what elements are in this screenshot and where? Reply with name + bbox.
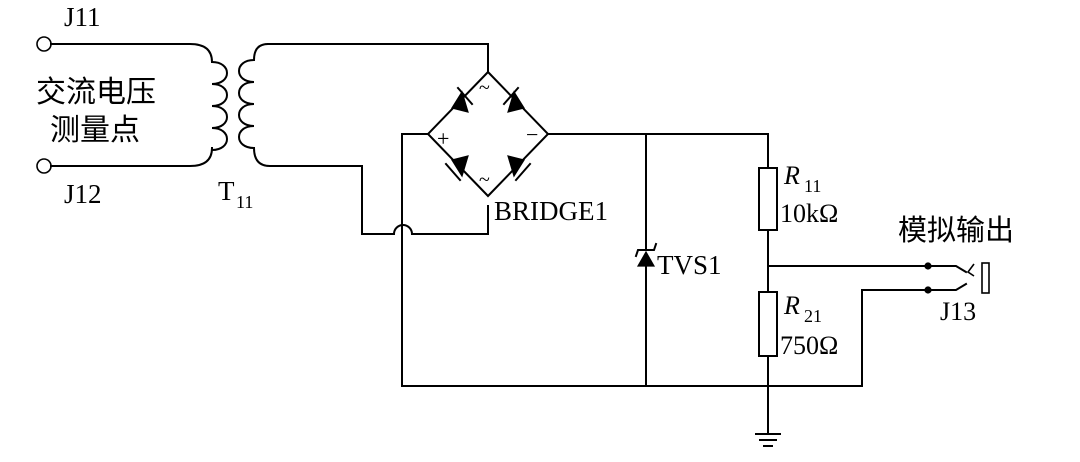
bridge-minus-label: − [526, 122, 538, 147]
bridge-diode-1 [451, 86, 474, 113]
tvs-label: TVS1 [657, 250, 722, 280]
j12-label: J12 [64, 179, 102, 209]
output-jack-j13 [924, 262, 990, 294]
bridge-ac-bottom-label: ~ [479, 169, 490, 191]
bridge-diode-2 [502, 86, 525, 113]
bridge-label: BRIDGE1 [494, 196, 608, 226]
bridge-diode-3 [444, 155, 469, 182]
secondary-wiring [267, 43, 489, 236]
transformer-primary-coil [210, 60, 228, 152]
resistor-r21 [758, 291, 778, 357]
j11-label: J11 [64, 2, 101, 32]
transformer-secondary-coil [238, 42, 272, 168]
r21-value: 750Ω [780, 331, 838, 360]
r21-label: R [783, 291, 800, 320]
analog-output-label: 模拟输出 [898, 213, 1014, 247]
r21-subscript: 21 [804, 306, 822, 326]
bridge-rectifier [426, 70, 550, 198]
ac-measure-point-line2: 测量点 [50, 113, 140, 148]
r11-value: 10kΩ [780, 199, 838, 228]
resistor-r11 [758, 167, 778, 231]
terminal-j11 [36, 36, 214, 64]
r11-label: R [783, 161, 800, 190]
ac-measure-point-line1: 交流电压 [36, 75, 156, 110]
ground-symbol [755, 433, 781, 447]
transformer-label: T [218, 176, 235, 206]
dc-wiring [401, 133, 927, 435]
j13-label: J13 [940, 297, 976, 326]
terminal-j12 [36, 146, 214, 174]
r11-subscript: 11 [804, 176, 821, 196]
transformer-subscript: 11 [236, 192, 253, 212]
bridge-diode-4 [507, 155, 532, 182]
tvs-diode [634, 242, 658, 267]
bridge-plus-label: + [437, 126, 449, 151]
bridge-ac-top-label: ~ [479, 77, 490, 99]
